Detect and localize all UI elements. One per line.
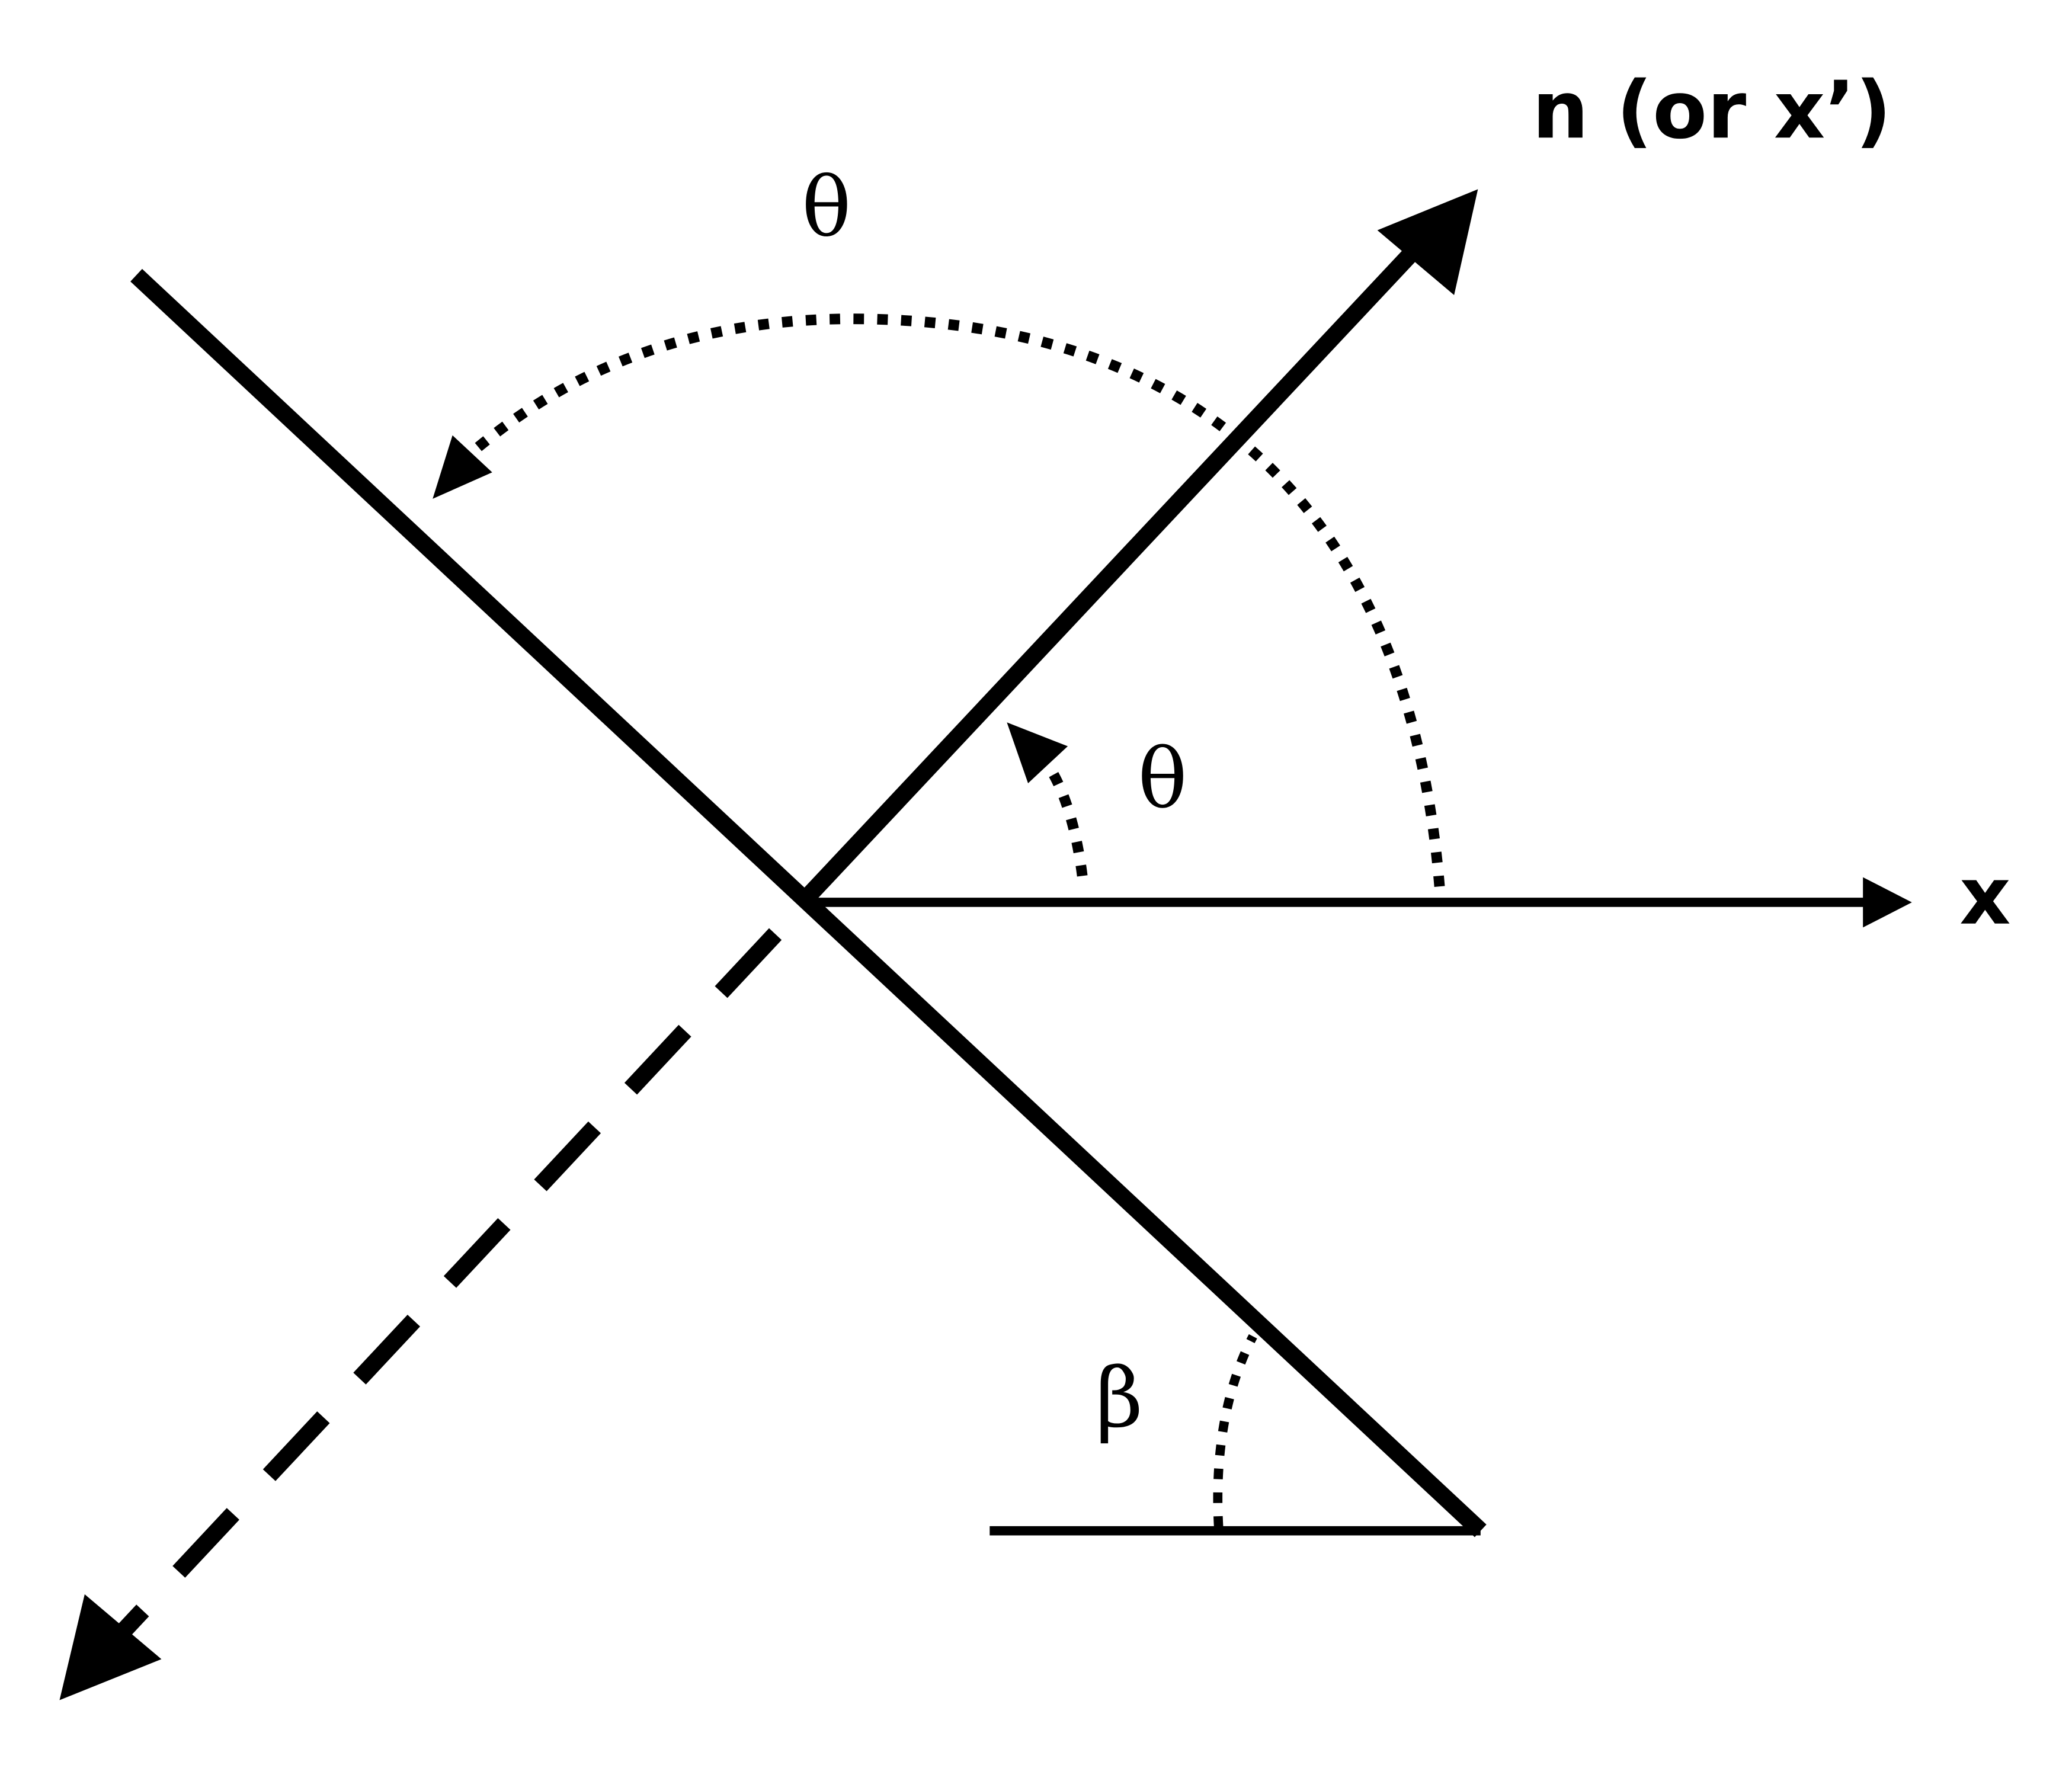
x-axis-arrowhead (1863, 877, 1912, 928)
normal-vector-arrow (803, 189, 1478, 901)
outer-theta-arrowhead (433, 435, 492, 499)
normal-axis-label: n (or x’) (1532, 64, 1892, 156)
inclined-plane-line (130, 268, 1487, 1537)
normal-arrowhead (1377, 189, 1478, 296)
theta-inner-label: θ (1138, 731, 1187, 827)
theta-outer-label: θ (802, 159, 851, 255)
x-axis-arrow (809, 877, 1912, 928)
x-axis-label: x (1959, 850, 2010, 943)
opposite-vector-arrow (59, 928, 782, 1700)
beta-arc (1213, 1334, 1257, 1527)
outer-theta-arc (433, 313, 1445, 887)
opposite-arrowhead (59, 1594, 162, 1700)
beta-label: β (1096, 1350, 1143, 1446)
inner-theta-arrowhead (1007, 722, 1068, 784)
inner-theta-arc (1007, 722, 1088, 877)
